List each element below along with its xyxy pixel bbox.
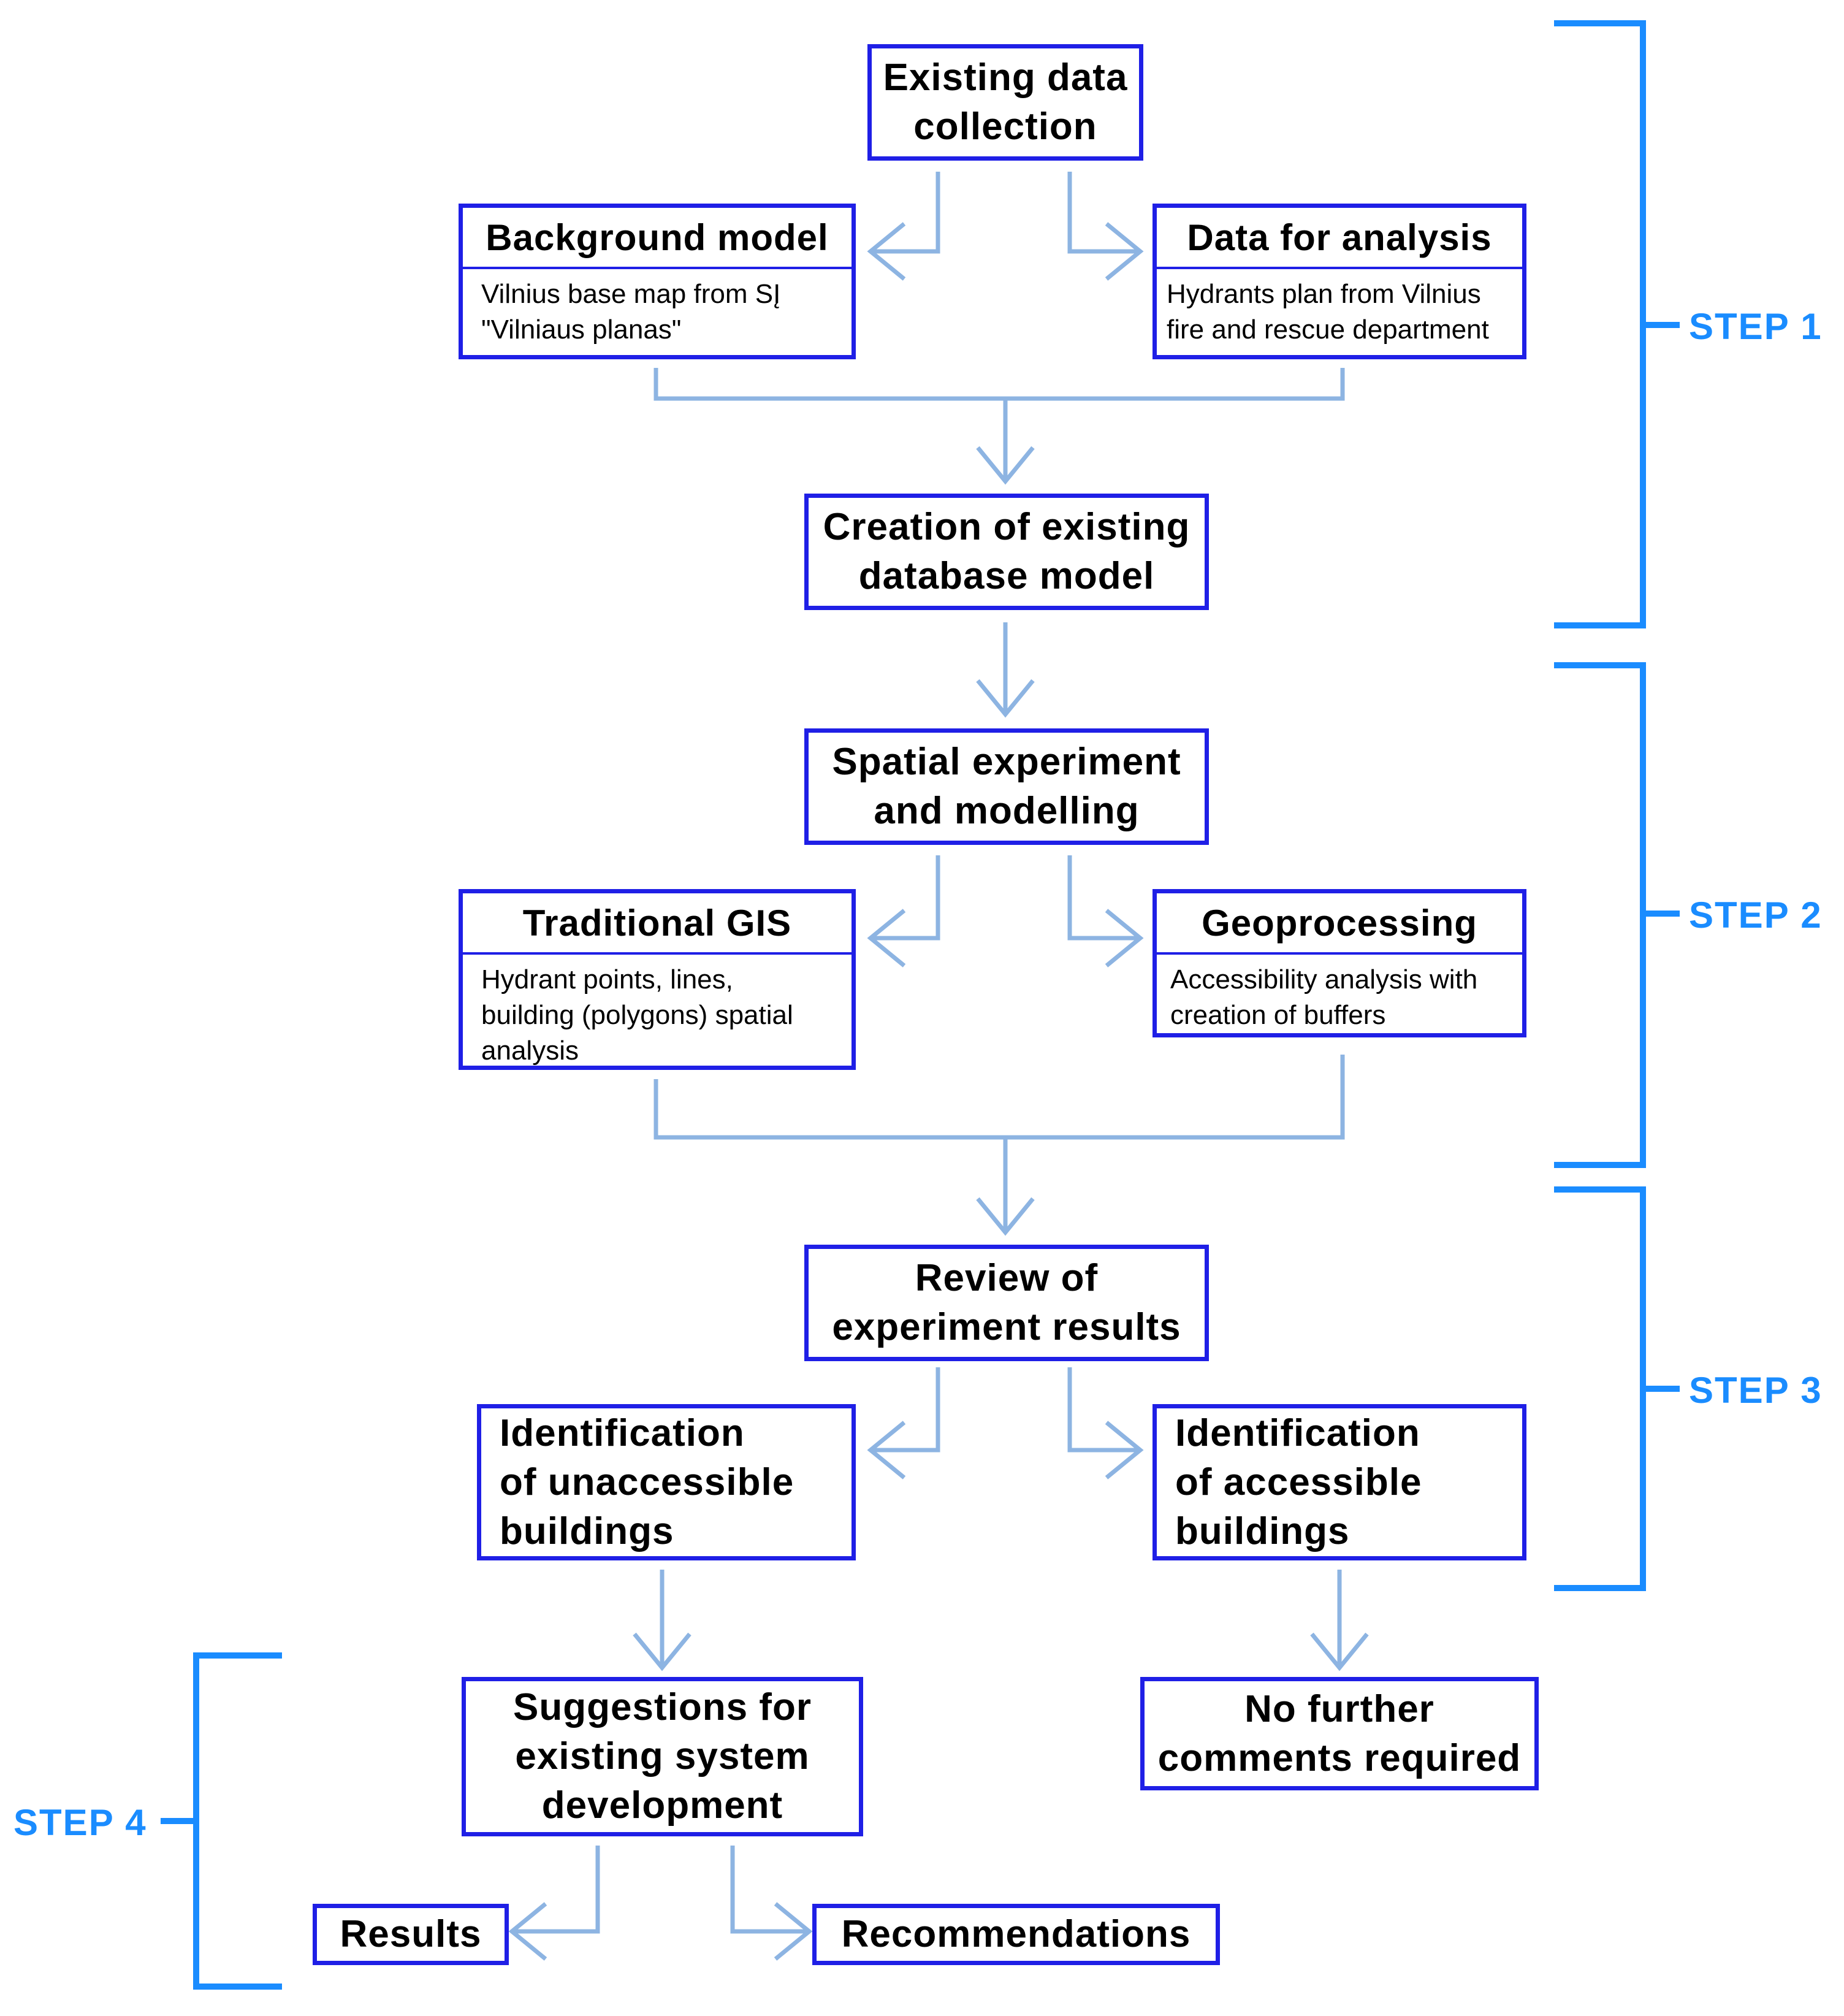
arrowhead-results (508, 1902, 547, 1961)
database-model-label: Creation of existing database model (823, 506, 1191, 597)
bracket-step2 (1554, 662, 1680, 1168)
database-model-box: Creation of existing database model (804, 494, 1209, 610)
existing-data-collection-box: Existing data collection (867, 44, 1143, 161)
arrowhead-background (867, 222, 906, 281)
arrow-existing-to-background (871, 172, 940, 254)
step-4-label: STEP 4 (13, 1802, 147, 1843)
arrowhead-unaccessible (867, 1421, 906, 1480)
background-model-title: Background model (463, 208, 852, 269)
arrow-spatial-to-geoprocessing (1067, 855, 1140, 941)
arrow-review-to-unaccessible (871, 1367, 940, 1453)
bracket-step4 (161, 1652, 282, 1990)
geoprocessing-title: Geoprocessing (1157, 893, 1522, 955)
arrowhead-suggestions (633, 1632, 691, 1671)
arrow-review-to-accessible (1067, 1367, 1140, 1453)
step-3-label: STEP 3 (1689, 1370, 1823, 1411)
background-model-description: Vilnius base map from SĮ "Vilniaus plana… (481, 279, 781, 345)
arrow-suggestions-to-results (512, 1846, 600, 1934)
spatial-experiment-box: Spatial experiment and modelling (804, 728, 1209, 845)
data-for-analysis-box: Data for analysis Hydrants plan from Vil… (1152, 204, 1526, 359)
arrowhead-database-model (976, 446, 1035, 485)
arrow-merge-step1 (653, 368, 1345, 481)
background-model-box: Background model Vilnius base map from S… (459, 204, 856, 359)
arrowhead-data-analysis (1105, 222, 1144, 281)
arrowhead-spatial (976, 679, 1035, 718)
recommendations-label: Recommendations (841, 1913, 1191, 1955)
geoprocessing-box: Geoprocessing Accessibility analysis wit… (1152, 889, 1526, 1037)
results-box: Results (313, 1904, 509, 1965)
existing-data-collection-label: Existing data collection (883, 56, 1128, 148)
accessible-buildings-label: Identification of accessible buildings (1175, 1411, 1422, 1552)
data-for-analysis-title: Data for analysis (1157, 208, 1522, 269)
arrow-existing-to-data-analysis (1067, 172, 1140, 254)
step-1-label: STEP 1 (1689, 306, 1823, 347)
bracket-step1 (1554, 20, 1680, 628)
unaccessible-buildings-box: Identification of unaccessible buildings (477, 1404, 856, 1560)
arrowhead-geoprocessing (1105, 909, 1144, 968)
no-further-comments-label: No further comments required (1157, 1687, 1522, 1779)
bracket-step3 (1554, 1186, 1680, 1591)
recommendations-box: Recommendations (812, 1904, 1220, 1965)
accessible-buildings-box: Identification of accessible buildings (1152, 1404, 1526, 1560)
arrow-merge-step2 (653, 1055, 1345, 1232)
arrow-spatial-to-gis (871, 855, 940, 941)
traditional-gis-title: Traditional GIS (463, 893, 852, 955)
arrowhead-recommendations (774, 1902, 813, 1961)
step-2-label: STEP 2 (1689, 895, 1823, 936)
arrowhead-gis (867, 909, 906, 968)
review-results-label: Review of experiment results (832, 1257, 1181, 1348)
arrowhead-no-further (1310, 1632, 1369, 1671)
results-label: Results (340, 1913, 482, 1955)
arrow-suggestions-to-recommendations (730, 1846, 809, 1934)
traditional-gis-box: Traditional GIS Hydrant points, lines, b… (459, 889, 856, 1070)
data-for-analysis-description: Hydrants plan from Vilnius fire and resc… (1167, 279, 1489, 345)
suggestions-label: Suggestions for existing system developm… (513, 1686, 812, 1827)
arrowhead-review (976, 1197, 1035, 1236)
no-further-comments-box: No further comments required (1140, 1677, 1539, 1790)
spatial-experiment-label: Spatial experiment and modelling (832, 741, 1181, 832)
arrowhead-accessible (1105, 1421, 1144, 1480)
traditional-gis-description: Hydrant points, lines, building (polygon… (481, 964, 793, 1066)
geoprocessing-description: Accessibility analysis with creation of … (1170, 964, 1478, 1030)
review-results-box: Review of experiment results (804, 1245, 1209, 1361)
suggestions-box: Suggestions for existing system developm… (462, 1677, 863, 1836)
unaccessible-buildings-label: Identification of unaccessible buildings (500, 1411, 794, 1552)
